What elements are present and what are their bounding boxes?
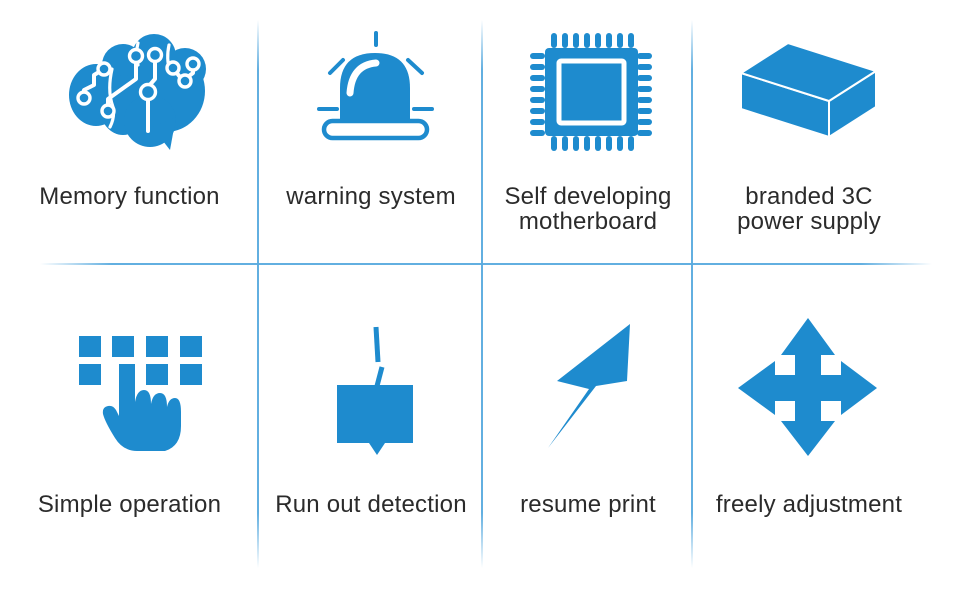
keypad-touch-icon	[75, 330, 205, 460]
feature-label-resume-print: resume print	[520, 491, 656, 518]
power-supply-box-icon	[733, 38, 883, 143]
grid-divider-horizontal	[40, 263, 932, 265]
move-arrows-icon	[738, 318, 878, 458]
feature-label-branded-3c-power-supply: branded 3C power supply	[737, 183, 881, 235]
feature-label-run-out-detection: Run out detection	[275, 491, 467, 518]
feature-label-freely-adjustment: freely adjustment	[715, 491, 903, 518]
brain-circuit-icon	[66, 29, 206, 151]
filament-runout-icon	[333, 322, 423, 457]
lightning-bolt-icon	[540, 318, 640, 453]
feature-label-simple-operation: Simple operation	[37, 491, 222, 518]
feature-label-memory-function: Memory function	[39, 183, 220, 210]
warning-siren-icon	[313, 27, 437, 143]
grid-divider-vertical	[257, 20, 259, 568]
feature-label-warning-system: warning system	[286, 183, 456, 210]
feature-label-self-developing-motherboard: Self developing motherboard	[504, 183, 672, 235]
chip-icon	[527, 31, 655, 153]
grid-divider-vertical	[691, 20, 693, 568]
grid-divider-vertical	[481, 20, 483, 568]
